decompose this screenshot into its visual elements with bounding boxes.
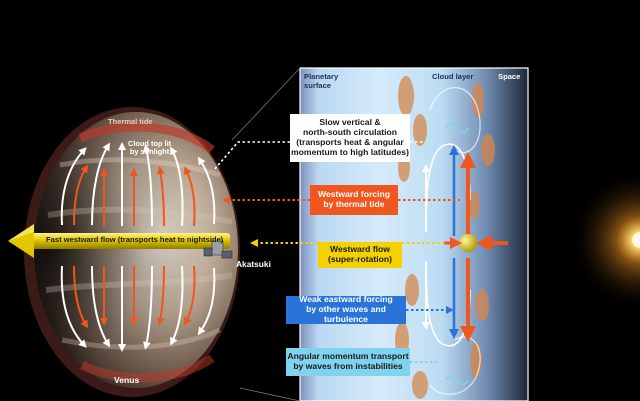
akatsuki-spacecraft <box>203 235 233 259</box>
sun-glow <box>570 170 640 310</box>
planetary-surface-label: Planetary surface <box>304 72 339 90</box>
cloud-layer-label: Cloud layer <box>432 72 474 81</box>
venus-upper-arrows <box>60 142 216 227</box>
fast-westward-flow-arrow <box>8 224 230 258</box>
space-label: Space <box>498 72 521 81</box>
connector-lines <box>213 67 460 401</box>
venus-lower-arrows <box>60 265 216 352</box>
westward-flow-callout: Westward flow (super-rotation) <box>318 242 402 268</box>
venus-label: Venus <box>114 375 140 385</box>
sun-core <box>632 232 640 248</box>
fast-westward-flow-label: Fast westward flow (transports heat to n… <box>46 235 224 244</box>
eastward-forcing-callout: Weak eastward forcing by other waves and… <box>286 294 406 324</box>
superrotation-ball <box>459 234 477 252</box>
thermal-tide-band <box>78 122 215 154</box>
akatsuki-label: Akatsuki <box>236 259 271 269</box>
cloud-top-lit-label: Cloud top lit by sunlight <box>128 139 172 157</box>
thermal-tide-label: Thermal tide <box>108 117 153 126</box>
angular-momentum-callout: Angular momentum transport by waves from… <box>286 348 410 376</box>
westward-forcing-callout: Westward forcing by thermal tide <box>310 185 398 215</box>
slow-circulation-callout: Slow vertical & north-south circulation … <box>290 114 410 162</box>
